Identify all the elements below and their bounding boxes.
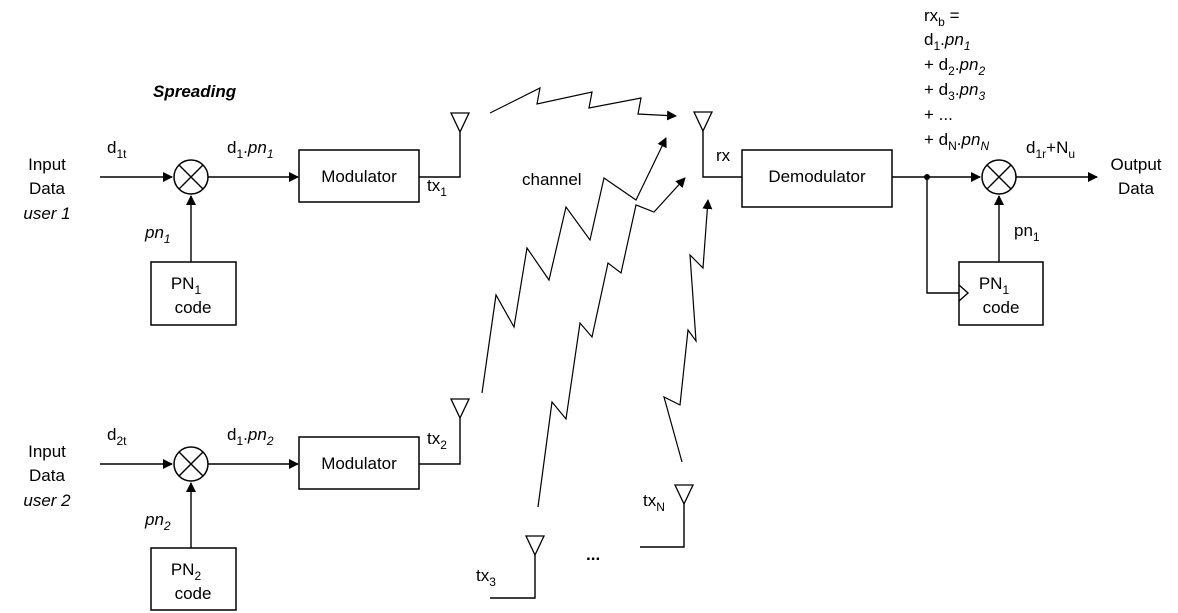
received-sum-expression: rxb = d1.pn1 + d2.pn2 + d3.pn3 + ... + d… <box>924 6 989 153</box>
clock-input-triangle <box>958 284 970 302</box>
user2-input-user: user 2 <box>23 491 71 510</box>
link-tx1-to-rx <box>489 86 677 121</box>
txN-antenna-icon <box>673 484 695 506</box>
user1-modulator-box <box>298 149 420 203</box>
user2-tx-line <box>419 418 461 465</box>
user2-product-label: d1.pn2 <box>227 425 274 448</box>
user1-tx-label: tx1 <box>427 176 447 199</box>
demodulator-box <box>741 149 893 208</box>
output-line2: Data <box>1118 179 1154 198</box>
receiver-pn-label: pn1 <box>1014 221 1040 244</box>
output-line1: Output <box>1110 155 1161 174</box>
rx-antenna-icon <box>692 111 714 133</box>
user2-input-line1: Input <box>28 442 66 461</box>
user2-pn-code-line1: PN2 <box>171 560 202 583</box>
rx-feed-line <box>702 131 742 178</box>
txN-label: txN <box>643 491 665 514</box>
link-tx3-to-rx <box>537 177 686 508</box>
user1-input-user: user 1 <box>23 204 70 223</box>
user1-pn-code-box <box>150 261 237 326</box>
tx3-antenna-icon <box>524 535 546 557</box>
despread-output-label: d1r+Nu <box>1026 138 1075 161</box>
sum-term-1: d1.pn1 <box>924 30 971 53</box>
receiver-mixer-icon <box>981 159 1017 195</box>
user1-input-line2: Data <box>29 179 65 198</box>
user1-data-label: d1t <box>107 138 127 161</box>
txN-transmitter: txN <box>640 484 695 548</box>
link-tx2-to-rx <box>481 137 667 394</box>
sum-term-3: + d3.pn3 <box>924 80 985 103</box>
user2-antenna-icon <box>449 398 471 420</box>
user1-transmitter: Spreading Input Data user 1 d1t d1.pn1 M… <box>23 82 471 326</box>
user1-pn-label: pn1 <box>144 223 171 246</box>
user1-antenna-icon <box>449 112 471 134</box>
user2-pn-code-line2: code <box>175 584 212 603</box>
rx-label: rx <box>716 146 731 165</box>
demodulator-label: Demodulator <box>768 167 866 186</box>
user1-pn-code-line1: PN1 <box>171 274 202 297</box>
receiver: rx Demodulator rxb = d1.pn1 + d2.pn2 + d… <box>692 6 1162 326</box>
receiver-pn-code-line2: code <box>983 298 1020 317</box>
tx3-label: tx3 <box>476 566 496 589</box>
sum-term-n: + dN.pnN <box>924 130 989 153</box>
channel: channel <box>481 86 713 508</box>
user2-pn-label: pn2 <box>144 510 171 533</box>
user1-pn-code-line2: code <box>175 298 212 317</box>
user1-tx-line <box>419 132 461 178</box>
link-txN-to-rx <box>663 199 713 463</box>
tx3-feed-line <box>490 555 536 599</box>
tx3-transmitter: tx3 <box>476 535 546 599</box>
sum-head: rxb = <box>924 6 960 29</box>
user1-mixer-icon <box>173 159 209 195</box>
clock-feedback-line <box>926 177 959 294</box>
user2-transmitter: Input Data user 2 d2t d1.pn2 Modulator p… <box>23 398 471 611</box>
sum-term-ellipsis: + ... <box>924 105 953 124</box>
receiver-pn-code-line1: PN1 <box>979 274 1010 297</box>
user2-modulator-box <box>298 436 420 490</box>
transmitter-ellipsis: ... <box>586 545 600 564</box>
channel-label: channel <box>522 170 582 189</box>
user2-mixer-icon <box>173 446 209 482</box>
user1-product-label: d1.pn1 <box>227 138 274 161</box>
user2-data-label: d2t <box>107 425 127 448</box>
user2-modulator-label: Modulator <box>321 454 397 473</box>
user1-modulator-label: Modulator <box>321 167 397 186</box>
sum-term-2: + d2.pn2 <box>924 55 985 78</box>
user2-input-line2: Data <box>29 466 65 485</box>
user2-pn-code-box <box>150 547 237 611</box>
spreading-label: Spreading <box>153 82 237 101</box>
user1-input-line1: Input <box>28 155 66 174</box>
user2-tx-label: tx2 <box>427 429 447 452</box>
receiver-pn-code-box <box>958 261 1044 326</box>
txN-feed-line <box>640 504 685 548</box>
